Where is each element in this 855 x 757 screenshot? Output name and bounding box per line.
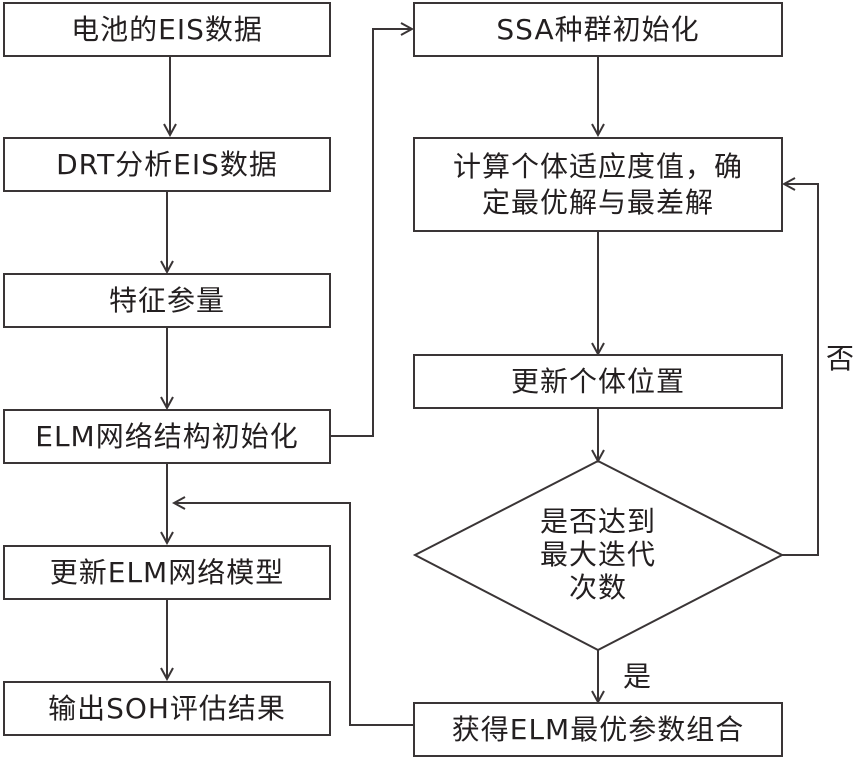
edge-label-no: 否 [826,342,855,375]
node-label: 获得ELM最优参数组合 [451,712,745,746]
node-drt-analysis: DRT分析EIS数据 [3,137,331,192]
node-output-soh: 输出SOH评估结果 [3,681,331,736]
decision-diamond [412,459,785,652]
node-label: 更新ELM网络模型 [49,555,285,589]
node-update-position: 更新个体位置 [413,354,783,409]
node-label-line1: 计算个体适应度值，确 [452,149,743,183]
node-label: 更新个体位置 [510,364,685,398]
node-label-line2: 定最优解与最差解 [481,185,714,219]
decision-text: 是否达到 最大迭代 次数 [518,505,678,604]
node-best-params: 获得ELM最优参数组合 [413,702,783,757]
arrow-best-to-update [174,503,414,726]
node-ssa-init: SSA种群初始化 [413,2,783,57]
node-label: 特征参量 [108,283,225,317]
node-update-elm: 更新ELM网络模型 [3,545,331,600]
node-label: SSA种群初始化 [496,12,700,46]
node-label: DRT分析EIS数据 [56,147,278,181]
arrow-decision-no [782,184,819,556]
node-label: ELM网络结构初始化 [35,419,299,453]
node-elm-init: ELM网络结构初始化 [3,409,331,464]
node-fitness: 计算个体适应度值，确 定最优解与最差解 [413,137,783,232]
decision-line1: 是否达到 [539,505,656,538]
edge-label-yes: 是 [623,660,652,693]
decision-line3: 次数 [568,571,627,604]
node-label: 输出SOH评估结果 [48,691,286,725]
node-feature-params: 特征参量 [3,273,331,328]
node-label: 电池的EIS数据 [71,12,263,46]
arrow-elm-to-ssa [330,29,412,437]
node-eis-data: 电池的EIS数据 [3,2,331,57]
decision-line2: 最大迭代 [539,538,656,571]
